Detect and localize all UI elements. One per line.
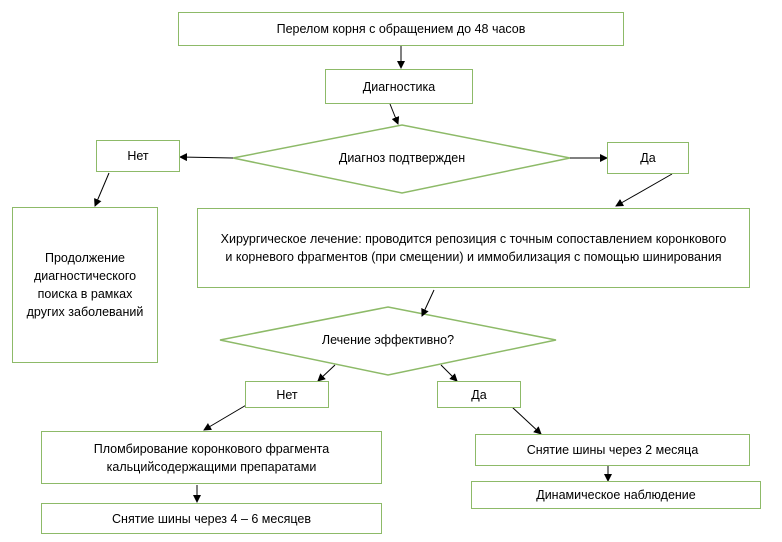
- splint-removal-4-6m-box: Снятие шины через 4 – 6 месяцев: [41, 503, 382, 534]
- yes-text-1: Да: [640, 151, 656, 165]
- continue-search-box: Продолжение диагностического поиска в ра…: [12, 207, 158, 363]
- arrow-question2-to-yes: [440, 364, 458, 382]
- diagnosis-diamond: [232, 124, 571, 194]
- yes-box-2: Да: [437, 381, 521, 408]
- surgery-text: Хирургическое лечение: проводится репози…: [220, 232, 727, 264]
- arrow-surgery-to-question: [421, 289, 435, 317]
- splint-removal-4-6m-text: Снятие шины через 4 – 6 месяцев: [112, 511, 311, 526]
- no-box-1: Нет: [96, 140, 180, 172]
- yes-text-2: Да: [471, 387, 487, 402]
- no-box-2: Нет: [245, 381, 329, 408]
- arrow-question-to-no: [179, 153, 234, 162]
- observation-text: Динамическое наблюдение: [536, 488, 696, 502]
- effective-question-text: Лечение эффективно?: [321, 333, 455, 347]
- arrow-yes-to-removal-2m: [511, 406, 542, 435]
- yes-box-1: Да: [607, 142, 689, 174]
- root-text: Перелом корня с обращением до 48 часов: [276, 22, 526, 36]
- splint-removal-2m-box: Снятие шины через 2 месяца: [475, 434, 750, 466]
- observation-box: Динамическое наблюдение: [471, 481, 761, 509]
- arrow-no-to-search: [94, 172, 110, 207]
- arrow-question2-to-no: [317, 364, 336, 382]
- continue-search-text: Продолжение диагностического поиска в ра…: [26, 251, 144, 319]
- effective-diamond: [219, 306, 557, 376]
- diagnostics-box: Диагностика: [325, 69, 473, 104]
- no-text-1: Нет: [127, 149, 149, 163]
- diagnosis-question-text: Диагноз подтвержден: [338, 151, 466, 165]
- splint-removal-2m-text: Снятие шины через 2 месяца: [526, 443, 699, 457]
- arrow-diagnostics-to-question: [389, 103, 400, 125]
- surgery-box: Хирургическое лечение: проводится репози…: [197, 208, 750, 288]
- no-text-2: Нет: [276, 387, 298, 402]
- arrow-yes-to-surgery: [615, 173, 673, 207]
- arrow-no-to-filling: [203, 403, 249, 431]
- filling-text: Пломбирование коронкового фрагмента каль…: [93, 441, 330, 474]
- diagnostics-text: Диагностика: [362, 79, 436, 94]
- root-box: Перелом корня с обращением до 48 часов: [178, 12, 624, 46]
- filling-box: Пломбирование коронкового фрагмента каль…: [41, 431, 382, 484]
